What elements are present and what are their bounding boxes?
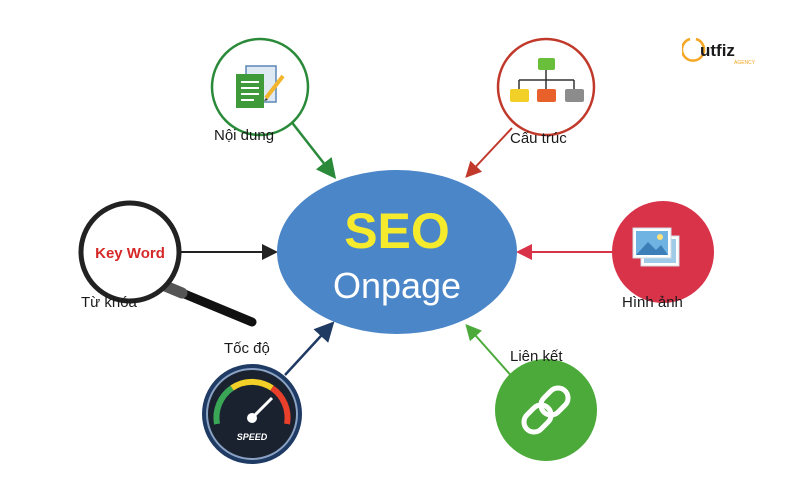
label-content: Nội dung	[214, 127, 275, 144]
arrow-speed	[284, 321, 335, 376]
label-image: Hình ảnh	[622, 294, 683, 311]
center-subtitle: Onpage	[333, 265, 461, 306]
speedometer-icon	[213, 379, 291, 425]
chain-link-icon	[521, 385, 571, 435]
node-link	[495, 359, 597, 461]
node-image	[612, 201, 714, 303]
svg-text:AGENCY: AGENCY	[734, 60, 756, 66]
speed-badge: SPEED	[237, 432, 268, 442]
arrow-structure	[465, 127, 513, 178]
sitemap-icon	[510, 58, 584, 102]
svg-text:utfiz: utfiz	[700, 41, 735, 60]
logo-mark: utfiz AGENCY	[680, 37, 756, 66]
label-structure: Cấu trúc	[510, 130, 567, 147]
node-structure	[496, 37, 596, 137]
keyword-badge: Key Word	[95, 245, 165, 262]
arrow-link	[465, 324, 516, 381]
label-speed: Tốc độ	[224, 340, 270, 357]
label-link: Liên kết	[510, 348, 563, 365]
document-icon	[236, 65, 285, 108]
image-icon	[632, 227, 680, 267]
node-content	[210, 37, 310, 137]
brand-logo: utfiz AGENCY	[680, 36, 762, 66]
node-speed: SPEED	[202, 364, 302, 464]
center-node: SEO Onpage	[277, 170, 517, 334]
arrow-content	[289, 119, 337, 179]
label-keyword: Từ khóa	[81, 294, 137, 311]
magnifier-icon	[78, 200, 257, 327]
node-keyword: Key Word	[78, 200, 257, 327]
center-title: SEO	[344, 203, 450, 259]
